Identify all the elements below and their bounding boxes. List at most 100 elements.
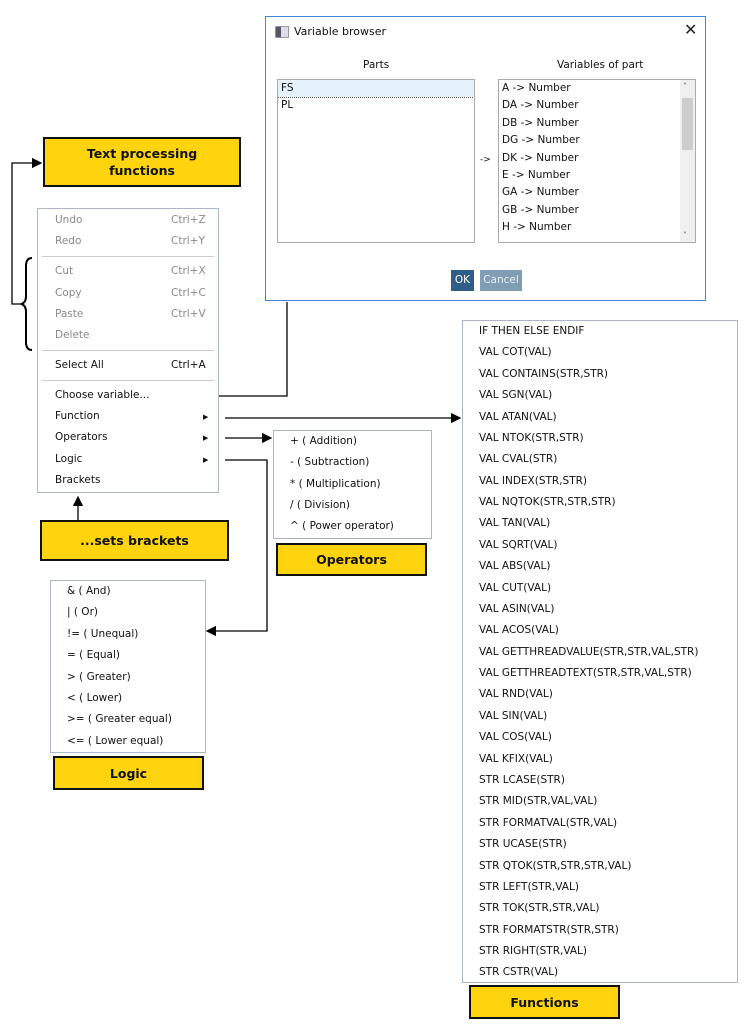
menu-item-function[interactable]: VAL CUT(VAL) — [479, 581, 552, 594]
menu-item-undo[interactable]: Undo — [55, 214, 83, 226]
menu-item-function[interactable]: IF THEN ELSE ENDIF — [479, 325, 585, 337]
callout-logic: Logic — [53, 756, 204, 790]
menu-item-function[interactable]: VAL GETTHREADVALUE(STR,STR,VAL,STR) — [479, 645, 699, 658]
menu-item-function[interactable]: STR UCASE(STR) — [479, 838, 567, 851]
menu-item-function[interactable]: VAL SQRT(VAL) — [479, 538, 558, 551]
menu-item-function[interactable]: STR FORMATVAL(STR,VAL) — [479, 816, 618, 829]
list-item[interactable]: FS — [278, 80, 474, 99]
menu-item-logic[interactable]: & ( And) — [67, 585, 111, 597]
submenu-arrow-icon: ▶ — [203, 456, 209, 464]
variable-browser-dialog: Variable browser ✕ Parts Variables of pa… — [265, 16, 706, 301]
parts-list[interactable]: FS PL — [277, 79, 475, 243]
list-item[interactable]: H -> Number — [502, 221, 572, 234]
menu-item-function[interactable]: STR MID(STR,VAL,VAL) — [479, 795, 598, 808]
scroll-up-icon[interactable]: ˄ — [683, 82, 687, 91]
list-item[interactable]: E -> Number — [502, 168, 571, 181]
menu-item-operator[interactable]: ^ ( Power operator) — [290, 520, 394, 533]
list-item[interactable]: DK -> Number — [502, 151, 579, 164]
menu-item-logic[interactable]: = ( Equal) — [67, 649, 120, 662]
menu-item-function[interactable]: VAL COT(VAL) — [479, 346, 552, 359]
list-item[interactable]: PL — [281, 99, 294, 112]
separator — [42, 256, 214, 257]
menu-item-function[interactable]: VAL CVAL(STR) — [479, 453, 558, 466]
menu-item-function[interactable]: VAL RND(VAL) — [479, 688, 553, 701]
menu-item-operator[interactable]: - ( Subtraction) — [290, 456, 370, 469]
callout-functions: Functions — [469, 985, 620, 1019]
list-item[interactable]: A -> Number — [502, 82, 571, 94]
callout-text-processing: Text processing functions — [43, 137, 241, 187]
menu-item-brackets[interactable]: Brackets — [55, 474, 101, 486]
callout-operators: Operators — [276, 543, 427, 576]
menu-item-function[interactable]: VAL SIN(VAL) — [479, 709, 548, 722]
list-item[interactable]: GA -> Number — [502, 186, 579, 199]
variables-list[interactable]: A -> Number DA -> Number DB -> Number DG ->… — [498, 79, 696, 243]
operators-menu: + ( Addition) - ( Subtraction) * ( Multipl… — [273, 430, 432, 539]
menu-item-paste[interactable]: Paste — [55, 308, 84, 320]
logic-menu: & ( And) | ( Or) != ( Unequal) = ( Equal) > … — [50, 580, 206, 753]
scroll-down-icon[interactable]: ˅ — [683, 231, 687, 240]
menu-item-function[interactable]: STR RIGHT(STR,VAL) — [479, 945, 587, 958]
shortcut-copy: Ctrl+C — [171, 287, 206, 299]
menu-item-cut[interactable]: Cut — [55, 265, 74, 277]
shortcut-paste: Ctrl+V — [171, 308, 206, 320]
menu-item-logic[interactable]: | ( Or) — [67, 606, 98, 619]
ok-button[interactable]: OK — [451, 270, 474, 291]
app-icon — [275, 26, 289, 38]
list-item[interactable]: DA -> Number — [502, 99, 579, 112]
menu-item-function[interactable]: STR QTOK(STR,STR,STR,VAL) — [479, 859, 632, 872]
menu-item-redo[interactable]: Redo — [55, 235, 82, 247]
close-icon[interactable]: ✕ — [684, 20, 698, 39]
callout-sets-brackets: ...sets brackets — [40, 520, 229, 561]
menu-item-select-all[interactable]: Select All — [55, 359, 104, 371]
menu-item-copy[interactable]: Copy — [55, 287, 82, 299]
shortcut-redo: Ctrl+Y — [171, 235, 205, 247]
separator — [42, 380, 214, 381]
menu-item-function[interactable]: VAL GETTHREADTEXT(STR,STR,VAL,STR) — [479, 667, 692, 680]
menu-item-function[interactable]: STR CSTR(VAL) — [479, 966, 559, 979]
list-item[interactable]: DB -> Number — [502, 116, 579, 129]
menu-item-function[interactable]: VAL KFIX(VAL) — [479, 752, 553, 765]
menu-item-function[interactable]: VAL ABS(VAL) — [479, 560, 551, 573]
menu-item-function[interactable]: VAL ACOS(VAL) — [479, 624, 559, 637]
scroll-thumb[interactable] — [682, 98, 693, 150]
menu-item-function[interactable]: VAL COS(VAL) — [479, 731, 552, 744]
menu-item-function[interactable]: VAL ATAN(VAL) — [479, 410, 557, 423]
scrollbar[interactable]: ˄ ˅ — [680, 80, 695, 242]
menu-item-logic[interactable]: < ( Lower) — [67, 692, 123, 704]
menu-item-function[interactable]: VAL NTOK(STR,STR) — [479, 431, 584, 444]
menu-item-logic[interactable]: > ( Greater) — [67, 670, 131, 683]
menu-item-function[interactable]: STR LCASE(STR) — [479, 773, 565, 786]
menu-item-function[interactable]: STR LEFT(STR,VAL) — [479, 880, 579, 893]
menu-item-logic[interactable]: <= ( Lower equal) — [67, 734, 164, 747]
menu-item-operator[interactable]: / ( Division) — [290, 498, 351, 511]
menu-item-function[interactable]: STR FORMATSTR(STR,STR) — [479, 923, 619, 936]
menu-item-operators[interactable]: Operators — [55, 431, 108, 443]
submenu-arrow-icon: ▶ — [203, 413, 209, 421]
submenu-arrow-icon: ▶ — [203, 434, 209, 442]
menu-item-choose-variable[interactable]: Choose variable... — [55, 389, 150, 401]
list-item[interactable]: DG -> Number — [502, 134, 580, 147]
shortcut-undo: Ctrl+Z — [171, 214, 206, 226]
menu-item-logic[interactable]: >= ( Greater equal) — [67, 713, 172, 726]
shortcut-select-all: Ctrl+A — [171, 359, 206, 371]
menu-item-function[interactable]: Function — [55, 410, 100, 422]
list-item[interactable]: GB -> Number — [502, 203, 579, 216]
menu-item-logic[interactable]: != ( Unequal) — [67, 627, 139, 640]
menu-item-operator[interactable]: * ( Multiplication) — [290, 477, 381, 490]
menu-item-function[interactable]: VAL INDEX(STR,STR) — [479, 474, 588, 487]
menu-item-function[interactable]: VAL TAN(VAL) — [479, 517, 551, 530]
menu-item-function[interactable]: VAL CONTAINS(STR,STR) — [479, 367, 609, 380]
menu-item-function[interactable]: VAL NQTOK(STR,STR,STR) — [479, 496, 616, 509]
cancel-button[interactable]: Cancel — [480, 270, 522, 291]
shortcut-cut: Ctrl+X — [171, 265, 206, 277]
menu-item-operator[interactable]: + ( Addition) — [290, 435, 358, 447]
parts-label: Parts — [363, 59, 390, 71]
menu-item-function[interactable]: STR TOK(STR,STR,VAL) — [479, 902, 600, 915]
callout-text: Text processing functions — [86, 146, 198, 178]
menu-item-function[interactable]: VAL ASIN(VAL) — [479, 602, 555, 615]
menu-item-delete[interactable]: Delete — [55, 329, 90, 341]
menu-item-function[interactable]: VAL SGN(VAL) — [479, 389, 553, 402]
separator — [42, 350, 214, 351]
menu-item-logic[interactable]: Logic — [55, 453, 83, 465]
brace — [20, 257, 33, 351]
